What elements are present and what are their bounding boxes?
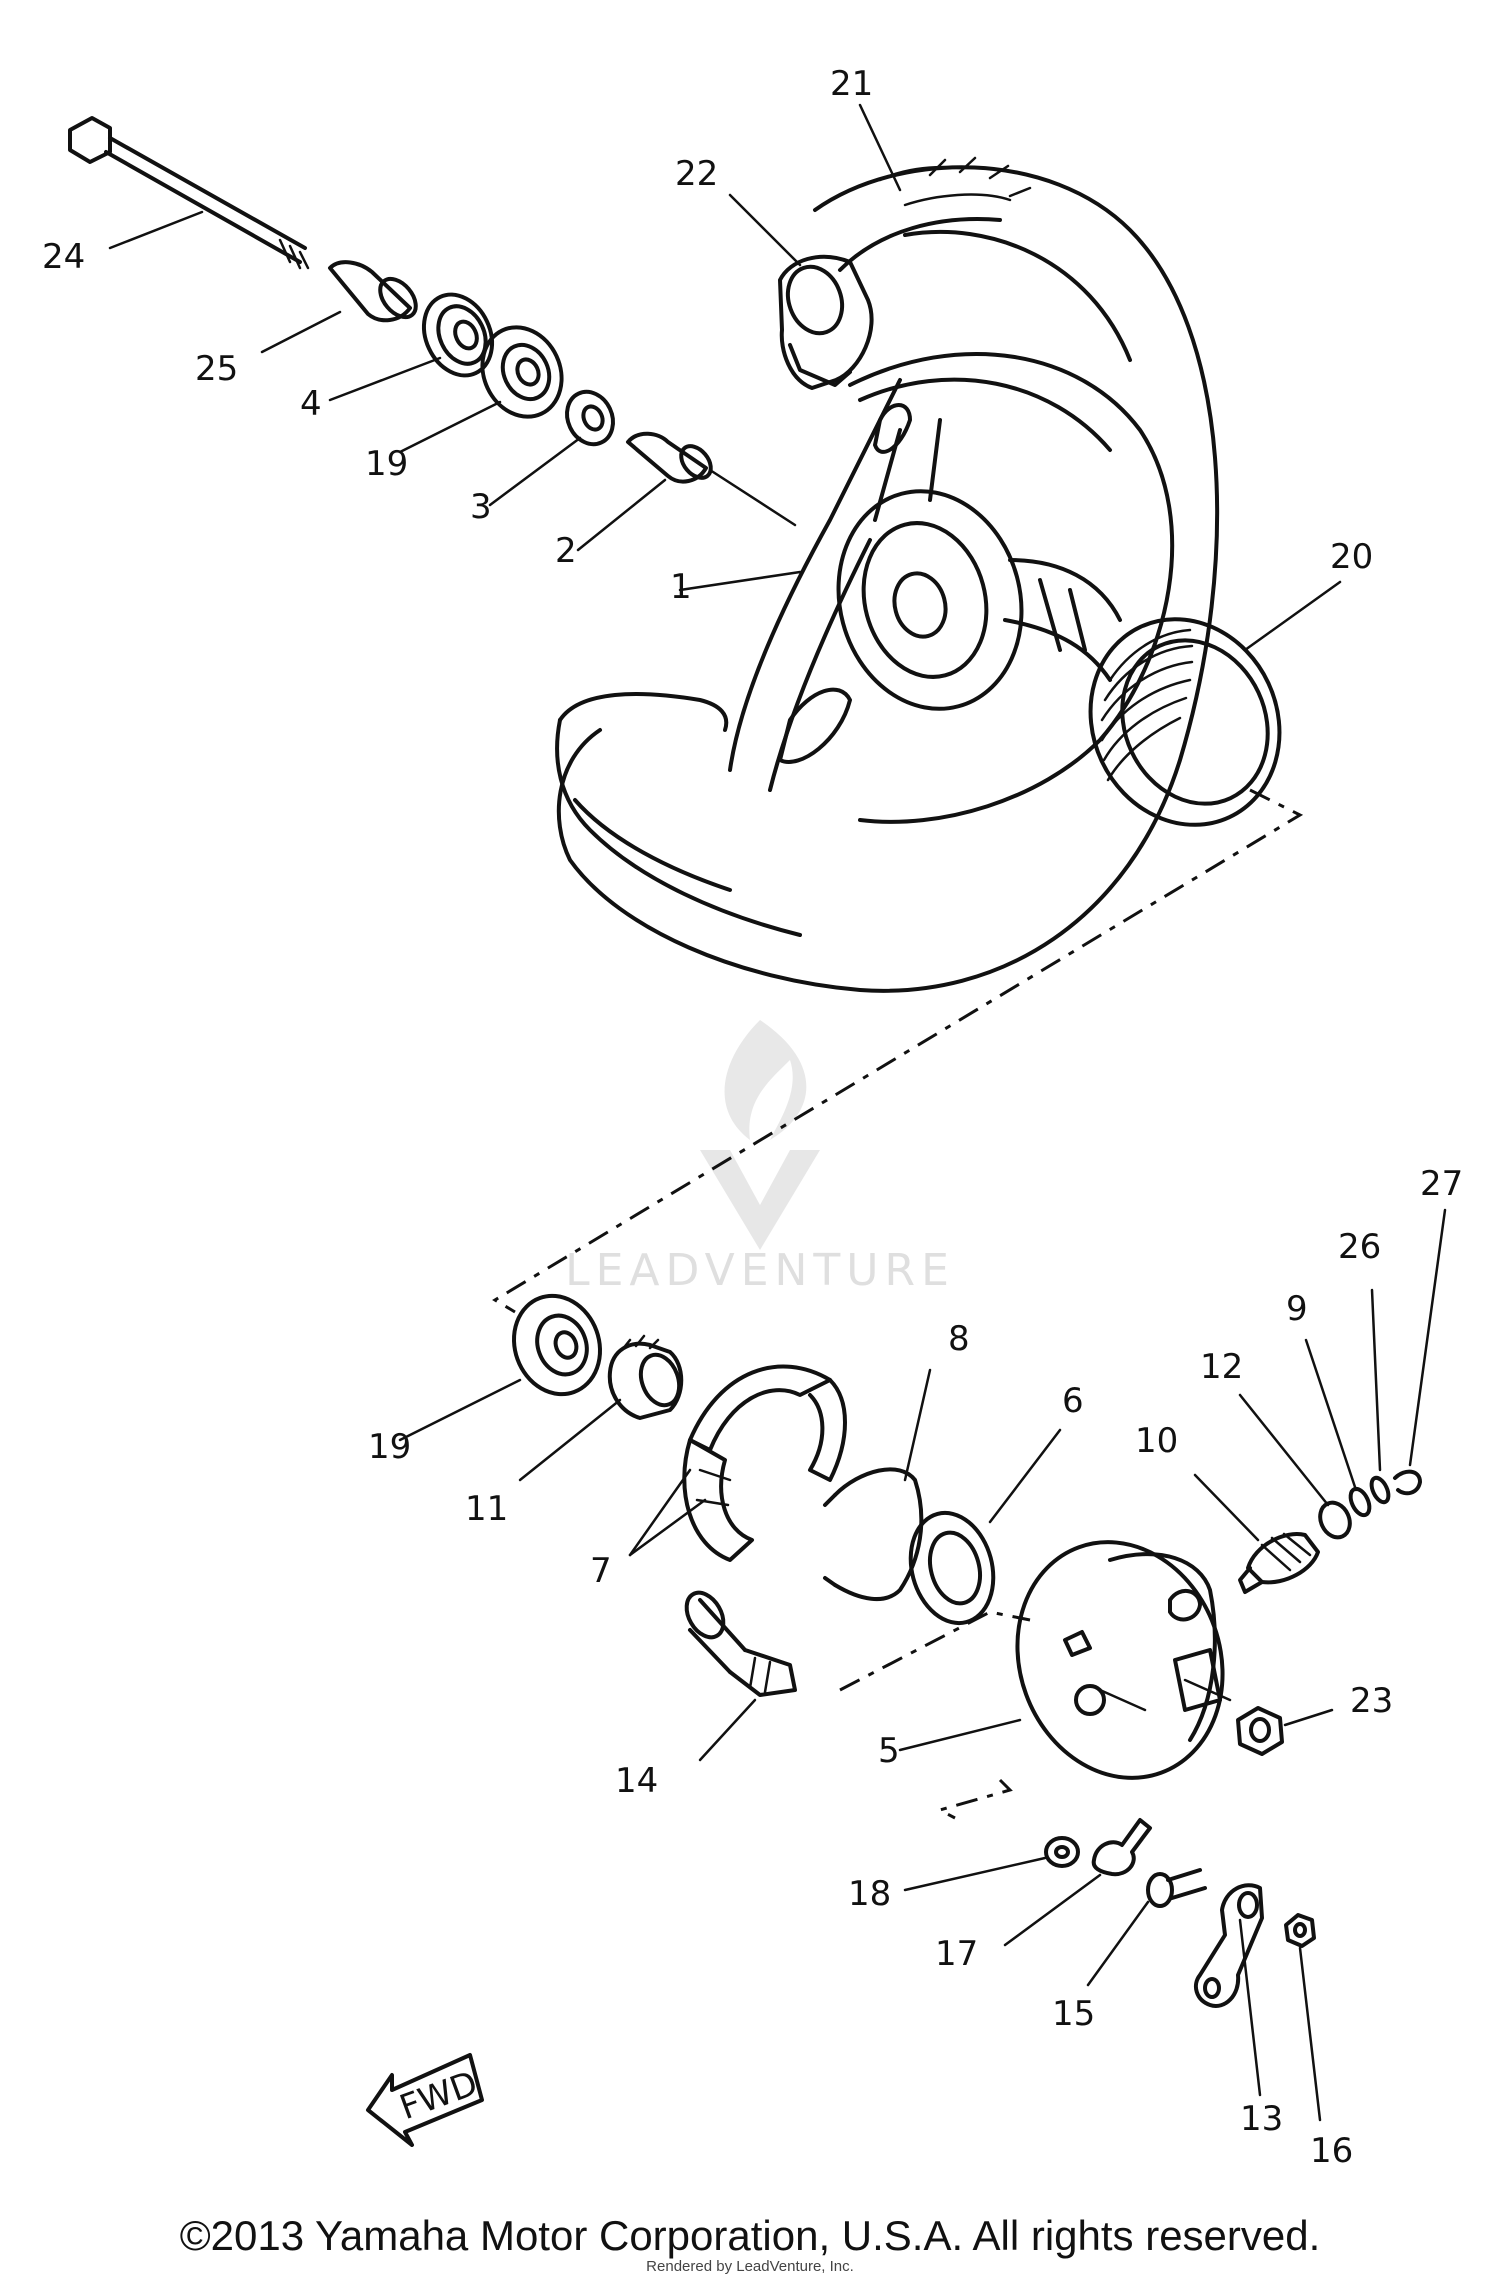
callout-26: 26 [1338, 1227, 1381, 1267]
callout-18: 18 [848, 1874, 891, 1914]
washer-12 [1318, 1500, 1352, 1540]
watermark-brand: LEADVENTURE [565, 1245, 955, 1296]
collar-3 [565, 389, 615, 447]
callout-20: 20 [1330, 537, 1373, 577]
watermark: LEADVENTURE [565, 1020, 955, 1296]
clip-27 [1393, 1469, 1422, 1496]
assembly-line-brake [839, 1610, 1031, 1692]
callout-12: 12 [1200, 1347, 1243, 1387]
callout-14: 14 [615, 1761, 658, 1801]
callout-4: 4 [300, 384, 322, 424]
fwd-arrow-badge: FWD [366, 2053, 484, 2147]
callout-10: 10 [1135, 1421, 1178, 1461]
callout-1: 1 [670, 567, 692, 607]
bearing-4 [421, 292, 495, 378]
callout-13: 13 [1240, 2099, 1283, 2139]
brake-plate-5 [1015, 1540, 1232, 1780]
callout-16: 16 [1310, 2131, 1353, 2171]
callout-labels: 1 2 3 4 5 6 7 8 9 10 11 12 13 14 15 16 1… [42, 64, 1463, 2171]
clip-26 [1369, 1475, 1391, 1505]
indicator-17 [1091, 1818, 1152, 1877]
tire-21 [555, 156, 1220, 993]
brake-arm-13 [1193, 1883, 1264, 2008]
callout-17: 17 [935, 1934, 978, 1974]
rendered-by-note: Rendered by LeadVenture, Inc. [646, 2258, 854, 2275]
callout-6: 6 [1062, 1381, 1084, 1421]
valve-22 [778, 254, 874, 390]
bearing-19-upper [480, 325, 564, 419]
hub-cover-20 [1088, 617, 1282, 827]
callout-15: 15 [1052, 1994, 1095, 2034]
bolt-15 [1146, 1868, 1207, 1908]
callout-23: 23 [1350, 1681, 1393, 1721]
assembly-line-main [492, 788, 1304, 1314]
callout-21: 21 [830, 64, 873, 104]
spacer-2 [626, 431, 713, 484]
leader-lines [108, 103, 1447, 2122]
leadventure-logo-icon [700, 1020, 820, 1250]
brake-shoes-7 [682, 1364, 847, 1562]
nut-23 [1236, 1706, 1284, 1756]
washer-18 [1044, 1836, 1080, 1868]
callout-19-upper: 19 [365, 444, 408, 484]
callout-5: 5 [878, 1731, 900, 1771]
callout-24: 24 [42, 237, 85, 277]
callout-22: 22 [675, 154, 718, 194]
spacer-25 [328, 260, 418, 323]
assembly-line-cam [936, 1778, 1013, 1820]
callout-25: 25 [195, 349, 238, 389]
bearing-19-lower [511, 1293, 603, 1397]
callout-27: 27 [1420, 1164, 1463, 1204]
gear-11 [607, 1334, 684, 1420]
washer-9 [1348, 1486, 1372, 1518]
copyright-notice: ©2013 Yamaha Motor Corporation, U.S.A. A… [179, 2212, 1321, 2259]
wheel-rim-1 [728, 352, 1175, 824]
callout-2: 2 [555, 531, 577, 571]
gear-10 [1238, 1532, 1320, 1594]
axle-centerline [708, 468, 797, 527]
spring-8 [823, 1467, 924, 1602]
shaft-14 [684, 1590, 797, 1697]
callout-3: 3 [470, 487, 492, 527]
callout-9: 9 [1286, 1289, 1308, 1329]
callout-11: 11 [465, 1489, 508, 1529]
callout-8: 8 [948, 1319, 970, 1359]
axle-24 [68, 116, 310, 270]
callout-7: 7 [590, 1551, 612, 1591]
callout-19-lower: 19 [368, 1427, 411, 1467]
seal-6 [908, 1510, 996, 1626]
nut-16 [1284, 1913, 1316, 1948]
